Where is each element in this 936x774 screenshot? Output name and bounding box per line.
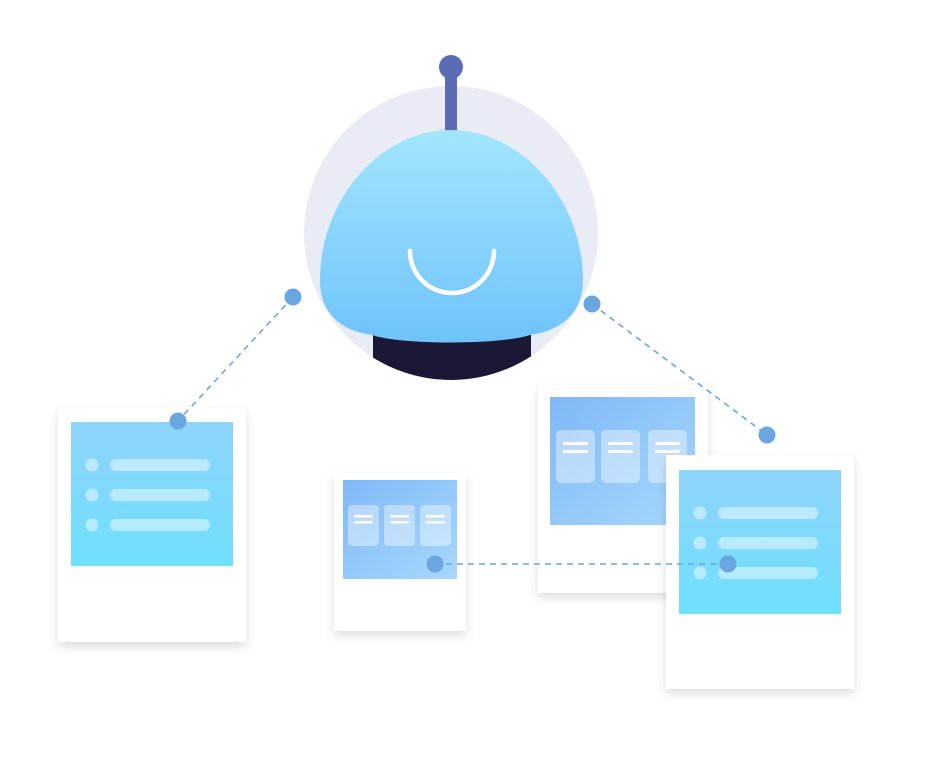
connector-nodes — [169, 288, 776, 573]
connector-left — [177, 296, 294, 422]
column-card-small — [334, 473, 466, 631]
node-dot — [758, 426, 776, 444]
antenna-stem — [445, 70, 457, 134]
robot — [304, 55, 598, 380]
robot-smile — [407, 248, 497, 296]
node-dot — [169, 412, 187, 430]
connectors — [177, 296, 768, 565]
node-dot — [426, 555, 444, 573]
robot-head — [320, 130, 583, 343]
list-card-left — [58, 408, 246, 642]
column-layout-icon — [348, 505, 451, 546]
node-dot — [583, 295, 601, 313]
connector-right — [591, 303, 768, 436]
card-panel — [679, 470, 841, 614]
card-panel — [71, 422, 233, 566]
list-card-right — [666, 455, 854, 689]
list-document-icon — [693, 506, 818, 580]
node-dot — [284, 288, 302, 306]
antenna-ball — [439, 55, 463, 79]
list-document-icon — [85, 458, 210, 532]
node-dot — [719, 555, 737, 573]
